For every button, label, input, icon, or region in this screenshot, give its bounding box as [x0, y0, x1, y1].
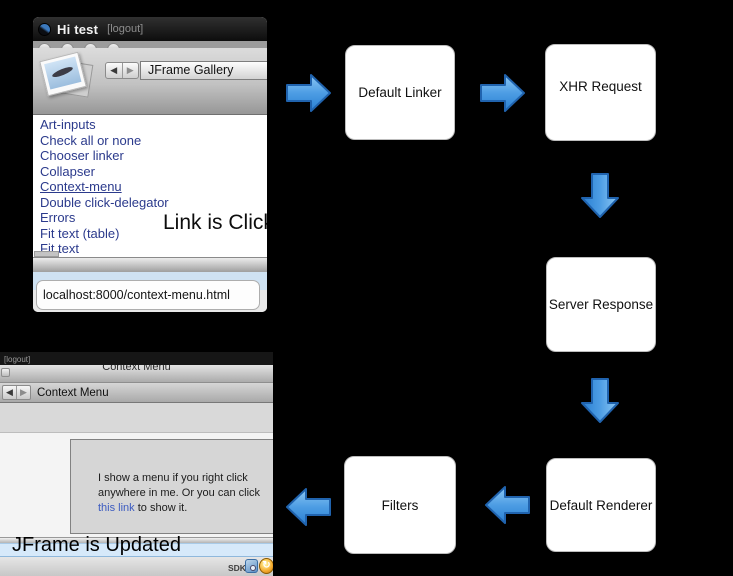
flow-box-label: Server Response	[548, 297, 654, 312]
sdk-label: SDK	[228, 563, 246, 573]
status-url-tooltip: localhost:8000/context-menu.html	[36, 280, 260, 310]
list-link-errors[interactable]: Errors	[40, 210, 76, 225]
sync-icon[interactable]: ↻	[259, 558, 273, 574]
content-bottom-bar	[0, 537, 273, 543]
flow-box-label: XHR Request	[559, 79, 642, 94]
window-titlebar: Hi test [logout]	[33, 17, 267, 41]
flow-box-default-renderer: Default Renderer	[546, 458, 656, 552]
flow-box-filters: Filters	[344, 456, 456, 554]
content-bottom-bar	[33, 257, 267, 272]
scrollbar-nub[interactable]	[34, 251, 59, 257]
message-line: I show a menu if you right click	[98, 472, 248, 484]
browser-toolbar: ◀ ▶ Context Menu	[0, 383, 273, 403]
status-blue-band	[0, 543, 273, 557]
arrow-xhr-to-server-response	[581, 173, 619, 218]
arrow-default-linker-to-xhr	[480, 74, 525, 112]
content-top-strip	[0, 403, 273, 433]
arrow-renderer-to-filters	[485, 486, 530, 524]
annotation-jframe-is-updated: JFrame is Updated	[12, 534, 181, 556]
window-title: Context Menu	[102, 365, 171, 373]
gallery-title-field[interactable]: JFrame Gallery	[140, 61, 267, 80]
window-widget-icon[interactable]	[1, 368, 10, 377]
context-menu-demo-box[interactable]: I show a menu if you right click anywher…	[70, 439, 273, 534]
toolbar-button-row	[33, 41, 267, 48]
list-link-art-inputs[interactable]: Art-inputs	[40, 117, 96, 132]
list-link-context-menu[interactable]: Context-menu	[40, 179, 122, 194]
window-titlebar: Context Menu	[0, 365, 273, 383]
list-link-chooser-linker[interactable]: Chooser linker	[40, 148, 124, 163]
list-link-double-click-delegator[interactable]: Double click-delegator	[40, 194, 169, 210]
list-link-fit-text[interactable]: Fit text	[40, 241, 80, 256]
toolbar-page-title: Context Menu	[37, 386, 109, 399]
flow-box-label: Filters	[381, 497, 419, 513]
nav-button-group: ◀ ▶	[2, 385, 31, 400]
browser-screenshot-context-menu: [logout] Context Menu ◀ ▶ Context Menu I…	[0, 352, 273, 576]
message-line: this link to show it.	[98, 501, 273, 516]
back-button[interactable]: ◀	[3, 386, 17, 399]
logout-link[interactable]: [logout]	[4, 355, 31, 364]
flow-box-default-linker: Default Linker	[345, 45, 455, 140]
back-button[interactable]: ◀	[106, 63, 123, 78]
window-topbar: [logout]	[0, 352, 273, 365]
forward-button[interactable]: ▶	[126, 65, 134, 75]
list-link-collapser[interactable]: Collapser	[40, 163, 95, 179]
flow-box-label: Default Linker	[358, 85, 442, 100]
arrow-filters-to-browser	[286, 488, 331, 526]
logout-link[interactable]: [logout]	[107, 23, 144, 35]
arrow-server-response-to-renderer	[581, 378, 619, 423]
arrow-browser-to-default-linker	[286, 74, 331, 112]
nav-button-group: ◀ ▶	[105, 62, 139, 79]
flow-box-label: Default Renderer	[549, 497, 653, 513]
flow-box-server-response: Server Response	[546, 257, 656, 352]
status-bar: SDK ↻	[0, 557, 273, 576]
app-icon	[38, 22, 51, 36]
link-list: Art-inputs Check all or none Chooser lin…	[33, 115, 267, 257]
forward-button[interactable]: ▶	[20, 387, 27, 397]
this-link[interactable]: this link	[98, 502, 135, 514]
annotation-link-is-clicked: Link is Click	[163, 211, 267, 234]
gallery-photo-icon	[39, 51, 94, 103]
list-link-check-all-or-none[interactable]: Check all or none	[40, 132, 142, 148]
message-line: anywhere in me. Or you can click	[98, 487, 261, 499]
browser-screenshot-gallery: Hi test [logout] ◀ ▶ JFrame Gallery Art-…	[33, 17, 267, 312]
browser-toolbar: ◀ ▶ JFrame Gallery	[33, 48, 267, 115]
list-link-fit-text-table[interactable]: Fit text (table)	[40, 225, 120, 241]
flow-box-xhr-request: XHR Request	[545, 44, 656, 141]
window-title: Hi test	[57, 21, 99, 37]
finder-preview-icon[interactable]	[245, 559, 258, 573]
message-line-rest: to show it.	[134, 502, 188, 514]
